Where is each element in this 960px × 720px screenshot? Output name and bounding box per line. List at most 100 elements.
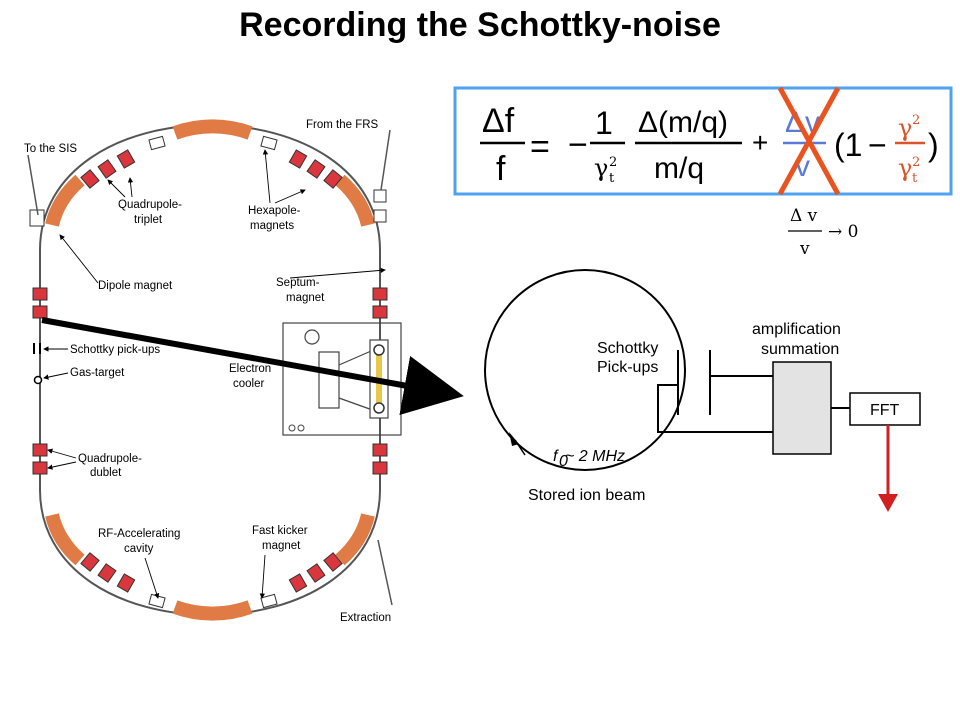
- formula-minus: −: [568, 126, 588, 164]
- label-frequency-f: f: [553, 448, 559, 465]
- hexapole-magnet: [373, 189, 387, 203]
- cross-out-line: [777, 86, 841, 196]
- formula-gamma-t2-sup: 2: [912, 155, 920, 170]
- formula-paren-close: ): [928, 127, 939, 163]
- hexapole-magnet: [373, 209, 387, 223]
- label-septum-1: Septum-: [276, 277, 320, 289]
- quadrupole: [116, 149, 136, 169]
- limit-arrow-zero: → 0: [828, 222, 858, 242]
- page-title: Recording the Schottky-noise: [239, 6, 721, 44]
- label-rf-cavity-1: RF-Accelerating: [98, 528, 180, 540]
- formula-gamma-t-sub: t: [609, 171, 615, 186]
- dipole-magnets: [45, 119, 375, 621]
- velocity-limit: Δ v v → 0: [788, 206, 858, 259]
- label-hexapole-2: magnets: [250, 220, 294, 232]
- hexapole-magnet: [148, 135, 166, 151]
- formula-box: [453, 86, 953, 196]
- formula-df: Δf: [482, 102, 515, 140]
- label-extraction: Extraction: [340, 612, 391, 624]
- electron-cooler-node: [373, 402, 385, 414]
- hexapole-magnet: [260, 135, 278, 151]
- label-gas-target: Gas-target: [70, 367, 125, 379]
- electron-cooler-pump: [288, 424, 296, 432]
- pickup-wire: [657, 384, 773, 433]
- quadrupole: [323, 169, 343, 189]
- label-septum-2: magnet: [286, 292, 325, 304]
- dipole-magnet-upper-left: [45, 174, 85, 227]
- quadrupole: [372, 305, 388, 319]
- stored-beam-orbit: [484, 269, 686, 471]
- quadrupole: [32, 305, 48, 319]
- formula-f: f: [496, 150, 506, 188]
- quadrupole: [97, 563, 117, 583]
- label-rf-cavity-2: cavity: [124, 543, 154, 555]
- dipole-magnet-lower-right: [335, 513, 375, 566]
- frequency-formula: Δf f = − 1 γ 2 t Δ(m/q) m/q + Δv v (1 − …: [453, 86, 953, 196]
- formula-equals: =: [530, 128, 550, 166]
- formula-mq: m/q: [654, 152, 704, 185]
- label-quadrupole-triplet-1: Quadrupole-: [118, 199, 182, 211]
- dipole-magnet-lower-left: [45, 513, 85, 566]
- quadrupole: [97, 159, 117, 179]
- label-frequency-value: ~ 2 MHz: [565, 448, 625, 465]
- label-from-frs: From the FRS: [306, 119, 379, 131]
- formula-gamma-sup: 2: [912, 113, 920, 128]
- line-to-sis: [27, 154, 39, 216]
- label-amplification: amplification: [752, 321, 841, 338]
- beam-direction-arrowhead: [509, 432, 519, 446]
- zoom-arrow: [41, 317, 464, 415]
- formula-paren-open: (1: [834, 127, 862, 163]
- label-quadrupole-doublet-2: dublet: [90, 467, 122, 479]
- quadrupole: [372, 287, 388, 301]
- quadrupole: [288, 149, 308, 169]
- label-schottky: Schottky: [597, 340, 658, 357]
- limit-dv: Δ v: [790, 206, 818, 226]
- quadrupole: [32, 461, 48, 475]
- formula-gamma-t2-sub: t: [912, 171, 918, 186]
- storage-ring: To the SIS From the FRS Quadrupole- trip…: [24, 119, 402, 624]
- line-from-frs: [380, 129, 391, 191]
- quadrupole: [116, 573, 136, 593]
- label-electron-cooler-2: cooler: [233, 378, 264, 390]
- formula-gamma: γ: [898, 114, 912, 142]
- label-quadrupole-doublet-1: Quadrupole-: [78, 453, 142, 465]
- line-extraction: [377, 539, 393, 606]
- label-kicker-1: Fast kicker: [252, 525, 308, 537]
- quadrupole: [306, 563, 326, 583]
- label-summation: summation: [761, 341, 839, 358]
- hexapole-magnets: [29, 135, 387, 609]
- label-stored-ion-beam: Stored ion beam: [528, 487, 645, 504]
- fft-output-arrow-head: [878, 494, 898, 512]
- hexapole-magnet: [260, 593, 278, 609]
- quadrupole: [80, 552, 100, 572]
- limit-v: v: [799, 239, 810, 259]
- label-hexapole-1: Hexapole-: [248, 205, 301, 217]
- dipole-magnet-top: [172, 119, 253, 140]
- label-electron-cooler-1: Electron: [229, 363, 271, 375]
- label-kicker-2: magnet: [262, 540, 301, 552]
- quadrupole: [80, 169, 100, 189]
- quadrupole: [32, 287, 48, 301]
- electron-cooler-pump: [297, 424, 305, 432]
- formula-one: 1: [595, 105, 613, 141]
- quadrupole: [288, 573, 308, 593]
- formula-paren-minus: −: [868, 127, 887, 163]
- quadrupole: [372, 461, 388, 475]
- dipole-magnet-upper-right: [335, 174, 375, 227]
- fft-label: FFT: [870, 402, 900, 419]
- label-to-sis: To the SIS: [24, 143, 77, 155]
- formula-gamma-t: γ: [594, 154, 608, 182]
- label-dipole-magnet: Dipole magnet: [98, 280, 173, 292]
- electron-cooler-gun: [318, 351, 340, 409]
- formula-dmq: Δ(m/q): [638, 106, 728, 139]
- formula-plus: +: [752, 127, 768, 158]
- label-frequency-sub: 0: [559, 453, 568, 470]
- label-schottky-pickups: Schottky pick-ups: [70, 344, 160, 356]
- electron-cooler-ring: [304, 329, 320, 345]
- quadrupole: [372, 443, 388, 457]
- formula-gamma-t-sup: 2: [609, 155, 617, 170]
- amplifier-box: [772, 361, 832, 455]
- quadrupole: [32, 443, 48, 457]
- quadrupole: [323, 552, 343, 572]
